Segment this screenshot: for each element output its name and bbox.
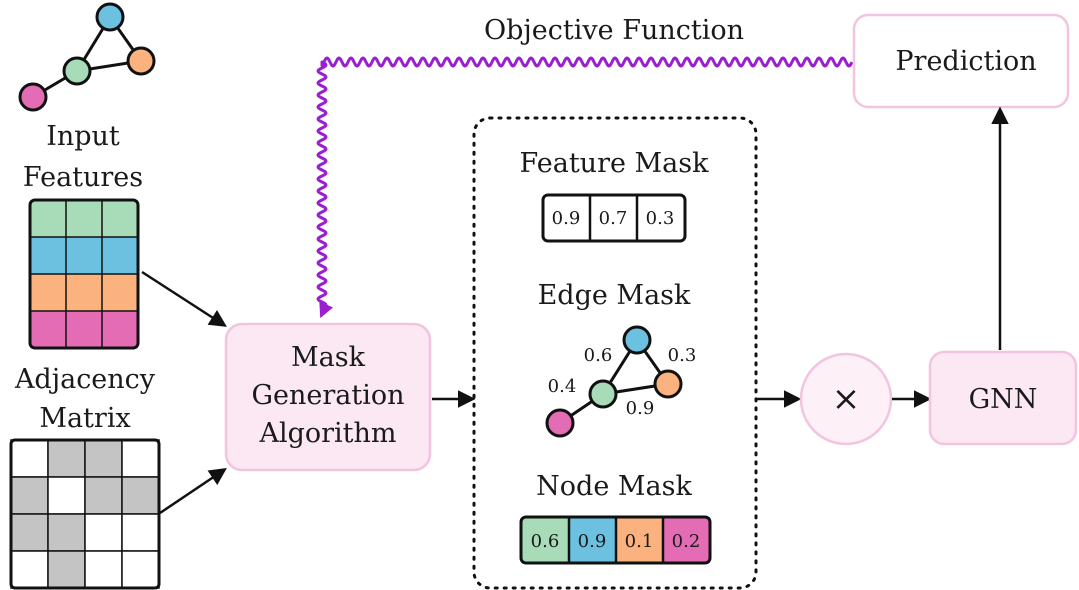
masks-container: [472, 116, 758, 590]
mask-generation-line1: Mask: [291, 342, 366, 373]
node-mask-table: 0.6 0.9 0.1 0.2: [519, 515, 712, 565]
feature-mask-title: Feature Mask: [520, 148, 710, 179]
adjacency-cell: [10, 550, 49, 589]
adjacency-cell: [47, 439, 86, 478]
adjacency-label-line1: Adjacency: [14, 364, 156, 395]
objective-wave-path: [316, 56, 854, 319]
adjacency-cell: [84, 476, 123, 515]
features-to-mask-arrow: [141, 270, 227, 327]
adjacency-cell: [47, 476, 86, 515]
node-mask-value: 0.2: [672, 531, 701, 552]
edge-weight-label: 0.6: [584, 345, 613, 366]
mask-generation-box: [224, 322, 432, 472]
edge-weight-label: 0.4: [548, 376, 577, 397]
edge-weight-label: 0.3: [668, 345, 697, 366]
edge-mask-node-blue: [622, 325, 652, 355]
edge-weight-label: 0.9: [626, 398, 655, 419]
feature-row-magenta: [30, 311, 138, 348]
node-mask-value: 0.1: [625, 531, 654, 552]
graph-node-green: [62, 56, 92, 86]
feature-mask-value: 0.3: [646, 208, 675, 229]
input-features-label-line2: Features: [23, 162, 143, 193]
mask-generation-line2: Generation: [251, 380, 404, 411]
edge-mask-node-orange: [653, 369, 683, 399]
adjacency-cell: [84, 513, 123, 552]
node-mask-value: 0.6: [531, 531, 560, 552]
adjacency-cell: [121, 476, 160, 515]
feature-row-blue: [30, 237, 138, 274]
mask-generation-line3: Algorithm: [258, 418, 396, 449]
feature-row-green: [30, 200, 138, 237]
feature-row-orange: [30, 274, 138, 311]
feature-mask-table: 0.9 0.7 0.3: [541, 193, 687, 243]
feature-mask-value: 0.9: [552, 208, 581, 229]
objective-function-arrow: [316, 56, 854, 319]
adjacency-cell: [121, 513, 160, 552]
multiply-symbol: ×: [832, 379, 861, 419]
adjacency-cell: [84, 439, 123, 478]
edge-mask-node-magenta: [545, 408, 575, 438]
graph-node-orange: [126, 46, 156, 76]
edge-mask-graph: 0.6 0.3 0.4 0.9: [545, 325, 697, 438]
adjacency-label-line2: Matrix: [39, 403, 130, 434]
prediction-label: Prediction: [895, 46, 1036, 77]
input-graph: [18, 2, 156, 112]
edge-mask-node-green: [588, 379, 618, 409]
adjacency-cell: [47, 513, 86, 552]
node-mask-title: Node Mask: [536, 471, 692, 502]
adjacency-cell: [10, 476, 49, 515]
adjacency-cell: [121, 439, 160, 478]
node-mask-value: 0.9: [578, 531, 607, 552]
graph-node-magenta: [18, 82, 48, 112]
adjacency-to-mask-arrow: [159, 468, 227, 515]
adjacency-cell: [10, 439, 49, 478]
adjacency-cell: [47, 550, 86, 589]
adjacency-cell: [84, 550, 123, 589]
edge-mask-title: Edge Mask: [538, 280, 691, 311]
feature-mask-value: 0.7: [599, 208, 628, 229]
adjacency-cell: [121, 550, 160, 589]
gnn-box: [928, 350, 1078, 446]
graph-node-blue: [95, 2, 125, 32]
prediction-box: [852, 13, 1070, 109]
gnn-label: GNN: [969, 384, 1038, 415]
input-features-label-line1: Input: [46, 121, 120, 152]
objective-function-label: Objective Function: [484, 15, 744, 46]
adjacency-border: [9, 438, 161, 590]
multiply-node: [799, 352, 893, 446]
adjacency-matrix: [9, 438, 161, 590]
adjacency-cell: [10, 513, 49, 552]
feature-matrix: [28, 198, 140, 350]
